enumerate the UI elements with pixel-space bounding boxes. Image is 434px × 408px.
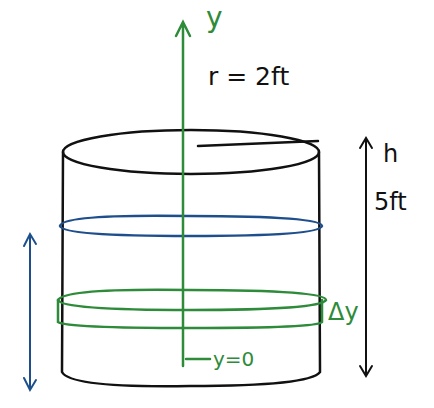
height-dimension: 5ft <box>374 190 407 214</box>
slice-thickness-label: Δy <box>328 300 359 324</box>
axis-label: y <box>206 4 223 32</box>
height-label: h <box>383 142 398 166</box>
origin-label: y=0 <box>213 349 254 369</box>
radius-label: r = 2ft <box>208 64 289 89</box>
